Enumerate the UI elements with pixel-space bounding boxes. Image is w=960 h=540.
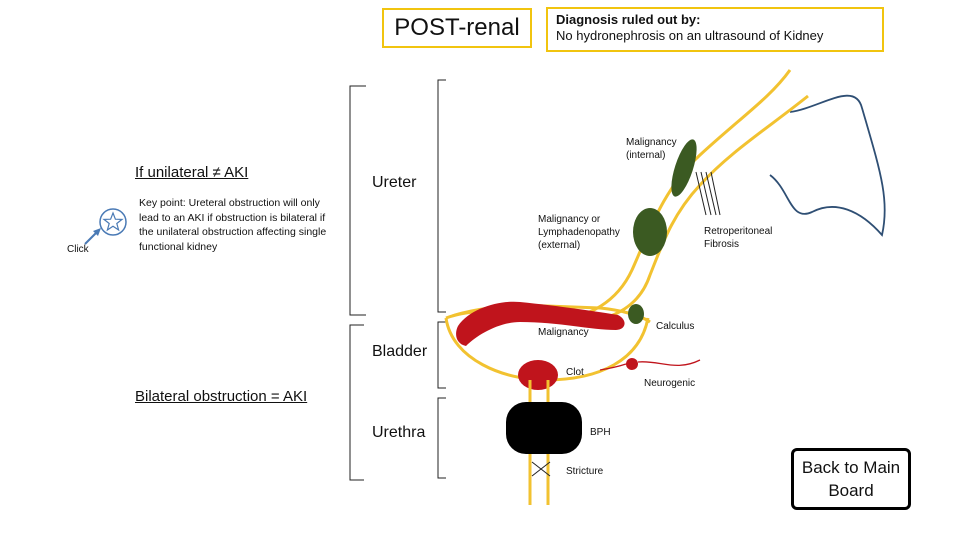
malignancy-internal-mass (671, 139, 697, 197)
click-label: Click (67, 244, 89, 255)
label-bph: BPH (590, 427, 611, 438)
bracket-urethra (437, 397, 446, 479)
page-title: POST-renal (382, 8, 532, 48)
star-action-button[interactable] (98, 207, 128, 237)
neurogenic-nerve (637, 359, 701, 367)
bracket-bladder-urethra (349, 324, 364, 481)
click-arrow-head (93, 228, 101, 236)
label-malignancy-bladder: Malignancy (538, 327, 589, 338)
bladder-malignancy-mark (456, 301, 625, 346)
star-icon (99, 208, 127, 236)
section-bladder: Bladder (372, 343, 428, 360)
section-urethra: Urethra (372, 424, 426, 441)
bracket-bladder (437, 321, 446, 389)
stricture-mark (531, 461, 551, 477)
bracket-ureter-inner (437, 79, 446, 313)
key-point-text: Key point: Ureteral obstruction will onl… (139, 197, 327, 253)
malignancy-external-mass (633, 208, 667, 256)
label-malignancy-external: Malignancy or Lymphadenopathy (external) (538, 214, 620, 251)
bracket-ureter-outer (349, 85, 366, 316)
label-calculus: Calculus (656, 321, 695, 332)
calculus-mark (628, 304, 644, 324)
label-retroperitoneal: Retroperitoneal Fibrosis (704, 226, 773, 250)
kidney-outline (769, 94, 886, 237)
label-neurogenic: Neurogenic (644, 378, 696, 389)
unilateral-note: If unilateral ≠ AKI (135, 164, 249, 181)
diagnosis-heading: Diagnosis ruled out by: (556, 12, 701, 27)
diagnosis-text: No hydronephrosis on an ultrasound of Ki… (556, 28, 824, 43)
neurogenic-node (626, 358, 638, 370)
ureter-tubes (445, 69, 809, 324)
section-ureter: Ureter (372, 174, 417, 191)
bilateral-note: Bilateral obstruction = AKI (135, 388, 308, 405)
diagnosis-box: Diagnosis ruled out by: No hydronephrosi… (546, 7, 884, 52)
label-clot: Clot (566, 367, 584, 378)
label-malignancy-internal: Malignancy (internal) (626, 137, 677, 161)
bph-mark (506, 402, 582, 454)
back-to-main-board-button[interactable]: Back to Main Board (791, 448, 911, 510)
label-stricture: Stricture (566, 466, 604, 477)
fibrosis-strands (695, 171, 721, 216)
clot-mark (518, 360, 558, 390)
urethra-tube (528, 380, 550, 505)
